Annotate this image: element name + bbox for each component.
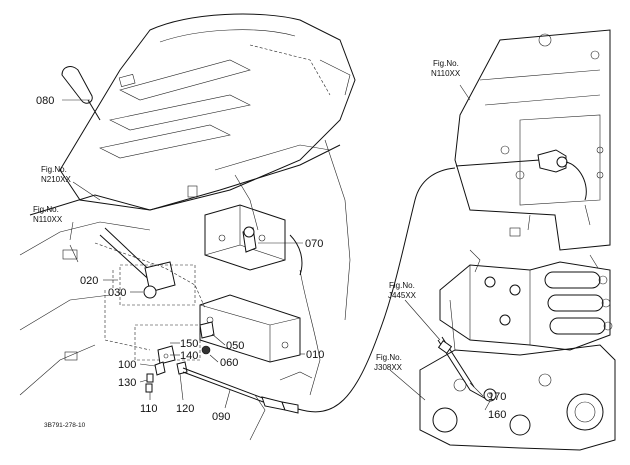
linkage-parts bbox=[145, 321, 215, 393]
leader-lines bbox=[62, 84, 491, 411]
callout-050: 050 bbox=[226, 340, 244, 352]
callout-130: 130 bbox=[118, 377, 136, 389]
callout-140: 140 bbox=[180, 350, 198, 362]
figure-references: Fig.No. N210XX Fig.No. N110XX Fig.No. N1… bbox=[33, 59, 461, 372]
solenoid-coils bbox=[544, 271, 613, 335]
plate-010 bbox=[199, 294, 301, 363]
callout-080: 080 bbox=[36, 95, 54, 107]
fig-ref-j308-line2: J308XX bbox=[374, 363, 403, 372]
fig-ref-n110-left-line2: N110XX bbox=[33, 215, 63, 224]
callout-120: 120 bbox=[176, 403, 194, 415]
shift-lever bbox=[61, 66, 176, 299]
fig-ref-j445-line2: J445XX bbox=[388, 291, 417, 300]
callout-100: 100 bbox=[118, 359, 136, 371]
callout-110: 110 bbox=[140, 403, 158, 415]
fig-ref-j308-line1: Fig.No. bbox=[376, 353, 402, 362]
callout-170: 170 bbox=[488, 391, 506, 403]
control-cable bbox=[182, 149, 587, 414]
drawing-code: 3B791-278-10 bbox=[44, 422, 86, 429]
callout-090: 090 bbox=[212, 411, 230, 423]
callout-010: 010 bbox=[306, 349, 324, 361]
hydraulic-valve bbox=[419, 249, 616, 451]
callout-030: 030 bbox=[108, 287, 126, 299]
upper-housing bbox=[454, 29, 611, 251]
fig-ref-n210-line2: N210XX bbox=[41, 175, 71, 184]
fender-panel bbox=[19, 13, 356, 441]
callout-150: 150 bbox=[180, 338, 198, 350]
fig-ref-n110-top-line1: Fig.No. bbox=[433, 59, 459, 68]
callout-060: 060 bbox=[220, 357, 238, 369]
fig-ref-j445-line1: Fig.No. bbox=[389, 281, 415, 290]
callout-070: 070 bbox=[305, 238, 323, 250]
callout-020: 020 bbox=[80, 275, 98, 287]
fig-ref-n110-left-line1: Fig.No. bbox=[33, 205, 59, 214]
fig-ref-n110-top-line2: N110XX bbox=[431, 69, 461, 78]
exploded-view-frames bbox=[94, 242, 206, 361]
part-callouts: 080 070 020 030 150 140 050 010 100 060 … bbox=[36, 95, 506, 423]
bracket-assembly bbox=[204, 204, 303, 276]
callout-160: 160 bbox=[488, 409, 506, 421]
fig-ref-n210-line1: Fig.No. bbox=[41, 165, 67, 174]
